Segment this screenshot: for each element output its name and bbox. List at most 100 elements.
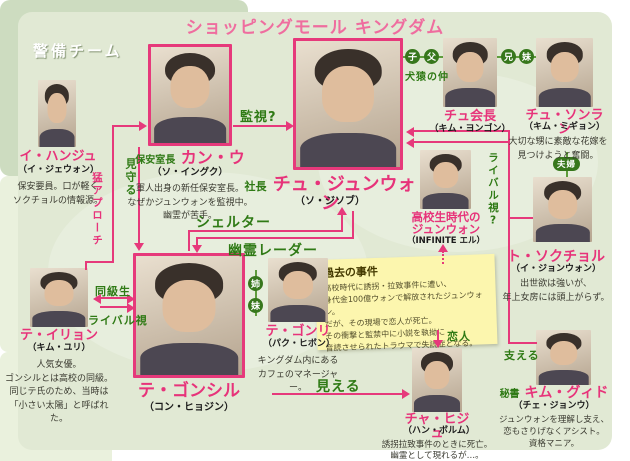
- line-spine: [508, 130, 510, 344]
- arrow-rival: [127, 303, 135, 313]
- arrow-approach: [139, 121, 147, 131]
- photo-do-seokchul: [533, 177, 592, 242]
- actor-cha-heejoo: （ハン・ボルム）: [403, 426, 475, 436]
- connector-chairman-sungran: [497, 56, 536, 58]
- desc-cha-heejoo: 誘拐拉致事件のときに死亡。幽霊として現れるが…。: [381, 440, 493, 461]
- line-approach: [112, 125, 114, 263]
- line-shelter: [188, 230, 190, 251]
- label-support: 支える: [504, 349, 540, 362]
- arrow-classmate-right: [127, 294, 135, 304]
- badge-younger-sister2: 妹: [248, 298, 263, 313]
- line-support: [413, 141, 510, 143]
- connector-joongwon-chairman: [403, 56, 443, 58]
- line-can-see: [272, 393, 404, 395]
- line-ghost-radar: [352, 211, 354, 239]
- photo-cha-heejoo: [412, 348, 462, 412]
- label-watch-over: 見守る: [124, 158, 137, 197]
- arrow-ghost-radar: [192, 245, 202, 253]
- connector-gongshil-gongri: [255, 270, 257, 316]
- actor-young-joongwon: （INFINITE エル）: [406, 236, 486, 246]
- photo-tae-gongshil: [133, 253, 245, 378]
- photo-young-joongwon: [420, 150, 471, 209]
- line-rival: [100, 306, 130, 308]
- photo-joo-joongwon: [293, 38, 403, 170]
- name-kang-woo: 保安室長 カン・ウ: [135, 148, 245, 167]
- line-note-to-young: [442, 251, 444, 264]
- arrow-lover: [433, 340, 443, 348]
- label-approach: 猛アプローチ: [91, 172, 103, 247]
- photo-joo-sungran: [536, 38, 593, 107]
- label-shelter: シェルター: [196, 215, 271, 231]
- actor-do-seokchul: （イ・ジョンウォン）: [510, 264, 601, 274]
- desc-joo-sungran: 大切な甥に素敵な花嫁を見つけようと奮闘。: [508, 137, 608, 161]
- photo-kang-woo: [148, 44, 232, 146]
- actor-kim-gwido: （チェ・ジョンウ）: [513, 401, 595, 411]
- label-monitor: 監視?: [240, 110, 277, 125]
- chart-title: ショッピングモール キングダム: [185, 18, 445, 38]
- desc-kang-woo: 軍人出身の新任保安室長。なぜかジュンウォンを監視中。幽霊が苦手。: [127, 184, 253, 221]
- label-lover: 恋人: [447, 330, 471, 343]
- badge-younger-sister: 妹: [519, 49, 534, 64]
- actor-joo-chairman: （キム・ヨンゴン）: [429, 124, 511, 134]
- security-team-label: 警備チーム: [33, 42, 123, 60]
- photo-tae-iryong: [30, 268, 88, 327]
- actor-joo-sungran: （キム・ミギョン）: [523, 122, 605, 132]
- name-tae-gongshil: テ・ゴンシル: [138, 381, 240, 401]
- line-shelter: [188, 230, 343, 232]
- desc-tae-gongri: キングダム内にあるカフェのマネージャー。: [257, 356, 339, 393]
- line-rival-q: [413, 130, 510, 132]
- line-shelter: [341, 214, 343, 230]
- line-monitor: [233, 125, 287, 127]
- arrow-watch-over: [134, 243, 144, 251]
- badge-father: 父: [424, 49, 439, 64]
- name-tae-iryong: テ・イリョン: [19, 328, 98, 343]
- line-approach: [85, 261, 87, 270]
- badge-elder-brother: 兄: [501, 49, 516, 64]
- arrow-note-to-young: [438, 244, 448, 252]
- name-joo-sungran: チュ・ソンラン: [525, 108, 604, 138]
- line-lover: [437, 330, 439, 341]
- name-kim-gwido: 秘書 キム・グィド: [499, 385, 609, 401]
- name-young-joongwon-1: 高校生時代の: [411, 210, 481, 224]
- line-approach: [85, 261, 114, 263]
- line-ghost-radar: [196, 237, 354, 239]
- arrow-can-see: [402, 389, 410, 399]
- label-classmate: 同級生: [95, 285, 131, 298]
- desc-tae-iryong: 人気女優。ゴンシルとは高校の同級。 同じテ氏のため、当時は「小さい太陽」と呼ばれ…: [4, 360, 113, 424]
- line-support: [510, 342, 537, 344]
- name-young-joongwon-2: ジュンウォン: [411, 222, 481, 236]
- actor-tae-gongshil: （コン・ヒョジン）: [144, 402, 234, 413]
- line-watch-over: [138, 147, 140, 244]
- badge-married: 夫婦: [553, 157, 580, 171]
- photo-tae-gongri: [268, 258, 328, 322]
- label-ghost-radar: 幽霊レーダー: [228, 243, 318, 259]
- label-rival-q: ライバル視?: [487, 152, 499, 229]
- name-lee-hanju: イ・ハンジュ: [19, 149, 97, 164]
- label-can-see: 見える: [316, 379, 361, 395]
- label-rival: ライバル視: [88, 314, 148, 327]
- badge-son: 子: [405, 49, 420, 64]
- name-joo-chairman: チュ会長: [443, 109, 496, 124]
- photo-lee-hanju: [38, 80, 76, 147]
- name-do-seokchul: ト・ソクチョル: [507, 249, 605, 265]
- arrow-classmate-left: [93, 294, 101, 304]
- arrow-rival-q: [406, 127, 414, 137]
- line-rival-q: [510, 217, 533, 219]
- line-approach: [114, 125, 140, 127]
- actor-joo-joongwon: （ソ・ジソブ）: [295, 196, 365, 207]
- desc-lee-hanju: 保安要員。口が軽くソクチョルの情報源。: [12, 182, 103, 206]
- photo-joo-chairman: [443, 38, 497, 107]
- arrow-shelter: [337, 207, 347, 215]
- name-tae-gongri: テ・ゴンリ: [265, 324, 331, 339]
- line-classmate: [100, 297, 130, 299]
- arrow-monitor: [286, 121, 294, 131]
- actor-tae-gongri: （パク・ヒボン）: [263, 339, 335, 349]
- desc-do-seokchul: 出世欲は強いが、年上女房には頭上がらず。: [502, 279, 610, 303]
- name-joo-joongwon: 社長 チュ・ジュンウォン: [244, 174, 416, 215]
- actor-tae-iryong: （キム・ユリ）: [27, 343, 91, 353]
- actor-lee-hanju: （イ・ジェウォン）: [18, 165, 100, 175]
- badge-elder-sister: 姉: [248, 276, 263, 291]
- desc-kim-gwido: ジュンウォンを理解し支え、恋もさりげなくアシスト。資格マニア。: [499, 415, 609, 449]
- arrow-support: [406, 138, 414, 148]
